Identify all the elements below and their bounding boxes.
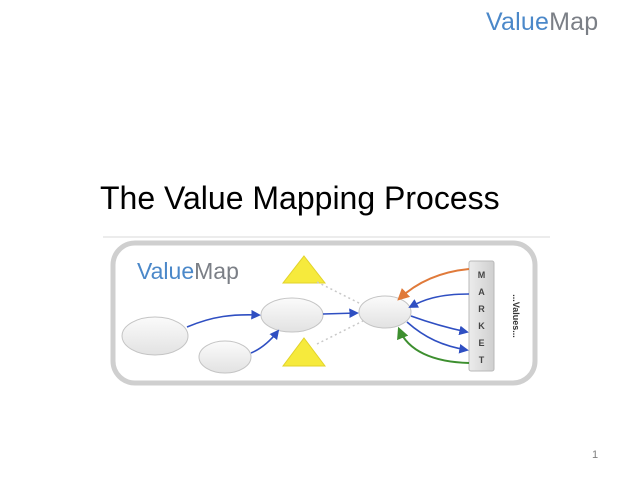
diagram-brand-value: Value [137, 258, 194, 284]
market-letter: R [478, 304, 485, 314]
market-bar [468, 260, 495, 372]
oval-left-top [121, 316, 189, 356]
slide-title: The Value Mapping Process [100, 180, 500, 216]
values-label: ...Values... [511, 294, 521, 338]
arrow-center-to-right [322, 308, 359, 319]
dotted-connector-bottom [316, 319, 366, 345]
arrow-blue-right-to-market-1 [410, 315, 469, 336]
arrow-green-market-to-right [397, 326, 470, 364]
brand-logo: ValueMap [486, 10, 598, 35]
market-letter: A [478, 287, 485, 297]
dotted-connector-top [316, 281, 366, 307]
arrow-blue-market-to-right [408, 293, 470, 308]
arrow-blue-right-to-market-2 [406, 321, 469, 354]
arrow-oval-left-top-to-center [186, 309, 261, 328]
oval-center [260, 297, 324, 333]
value-mapping-diagram: ValueMap M A R K E T ...Values... [103, 236, 550, 386]
arrow-orange-market-to-right [397, 268, 470, 301]
market-letter: E [478, 338, 484, 348]
market-letter: K [478, 321, 485, 331]
triangle-bottom [282, 337, 326, 367]
brand-logo-map: Map [549, 8, 599, 36]
triangle-top [281, 255, 327, 284]
oval-right [358, 295, 412, 329]
oval-left-bottom [198, 340, 252, 374]
diagram-brand: ValueMap [137, 258, 239, 284]
market-letter: M [478, 270, 486, 280]
page-number: 1 [592, 449, 599, 461]
brand-logo-value: Value [486, 8, 550, 36]
arrow-oval-left-bottom-to-center [250, 329, 280, 354]
market-letter: T [479, 355, 485, 365]
diagram-brand-map: Map [194, 258, 239, 284]
